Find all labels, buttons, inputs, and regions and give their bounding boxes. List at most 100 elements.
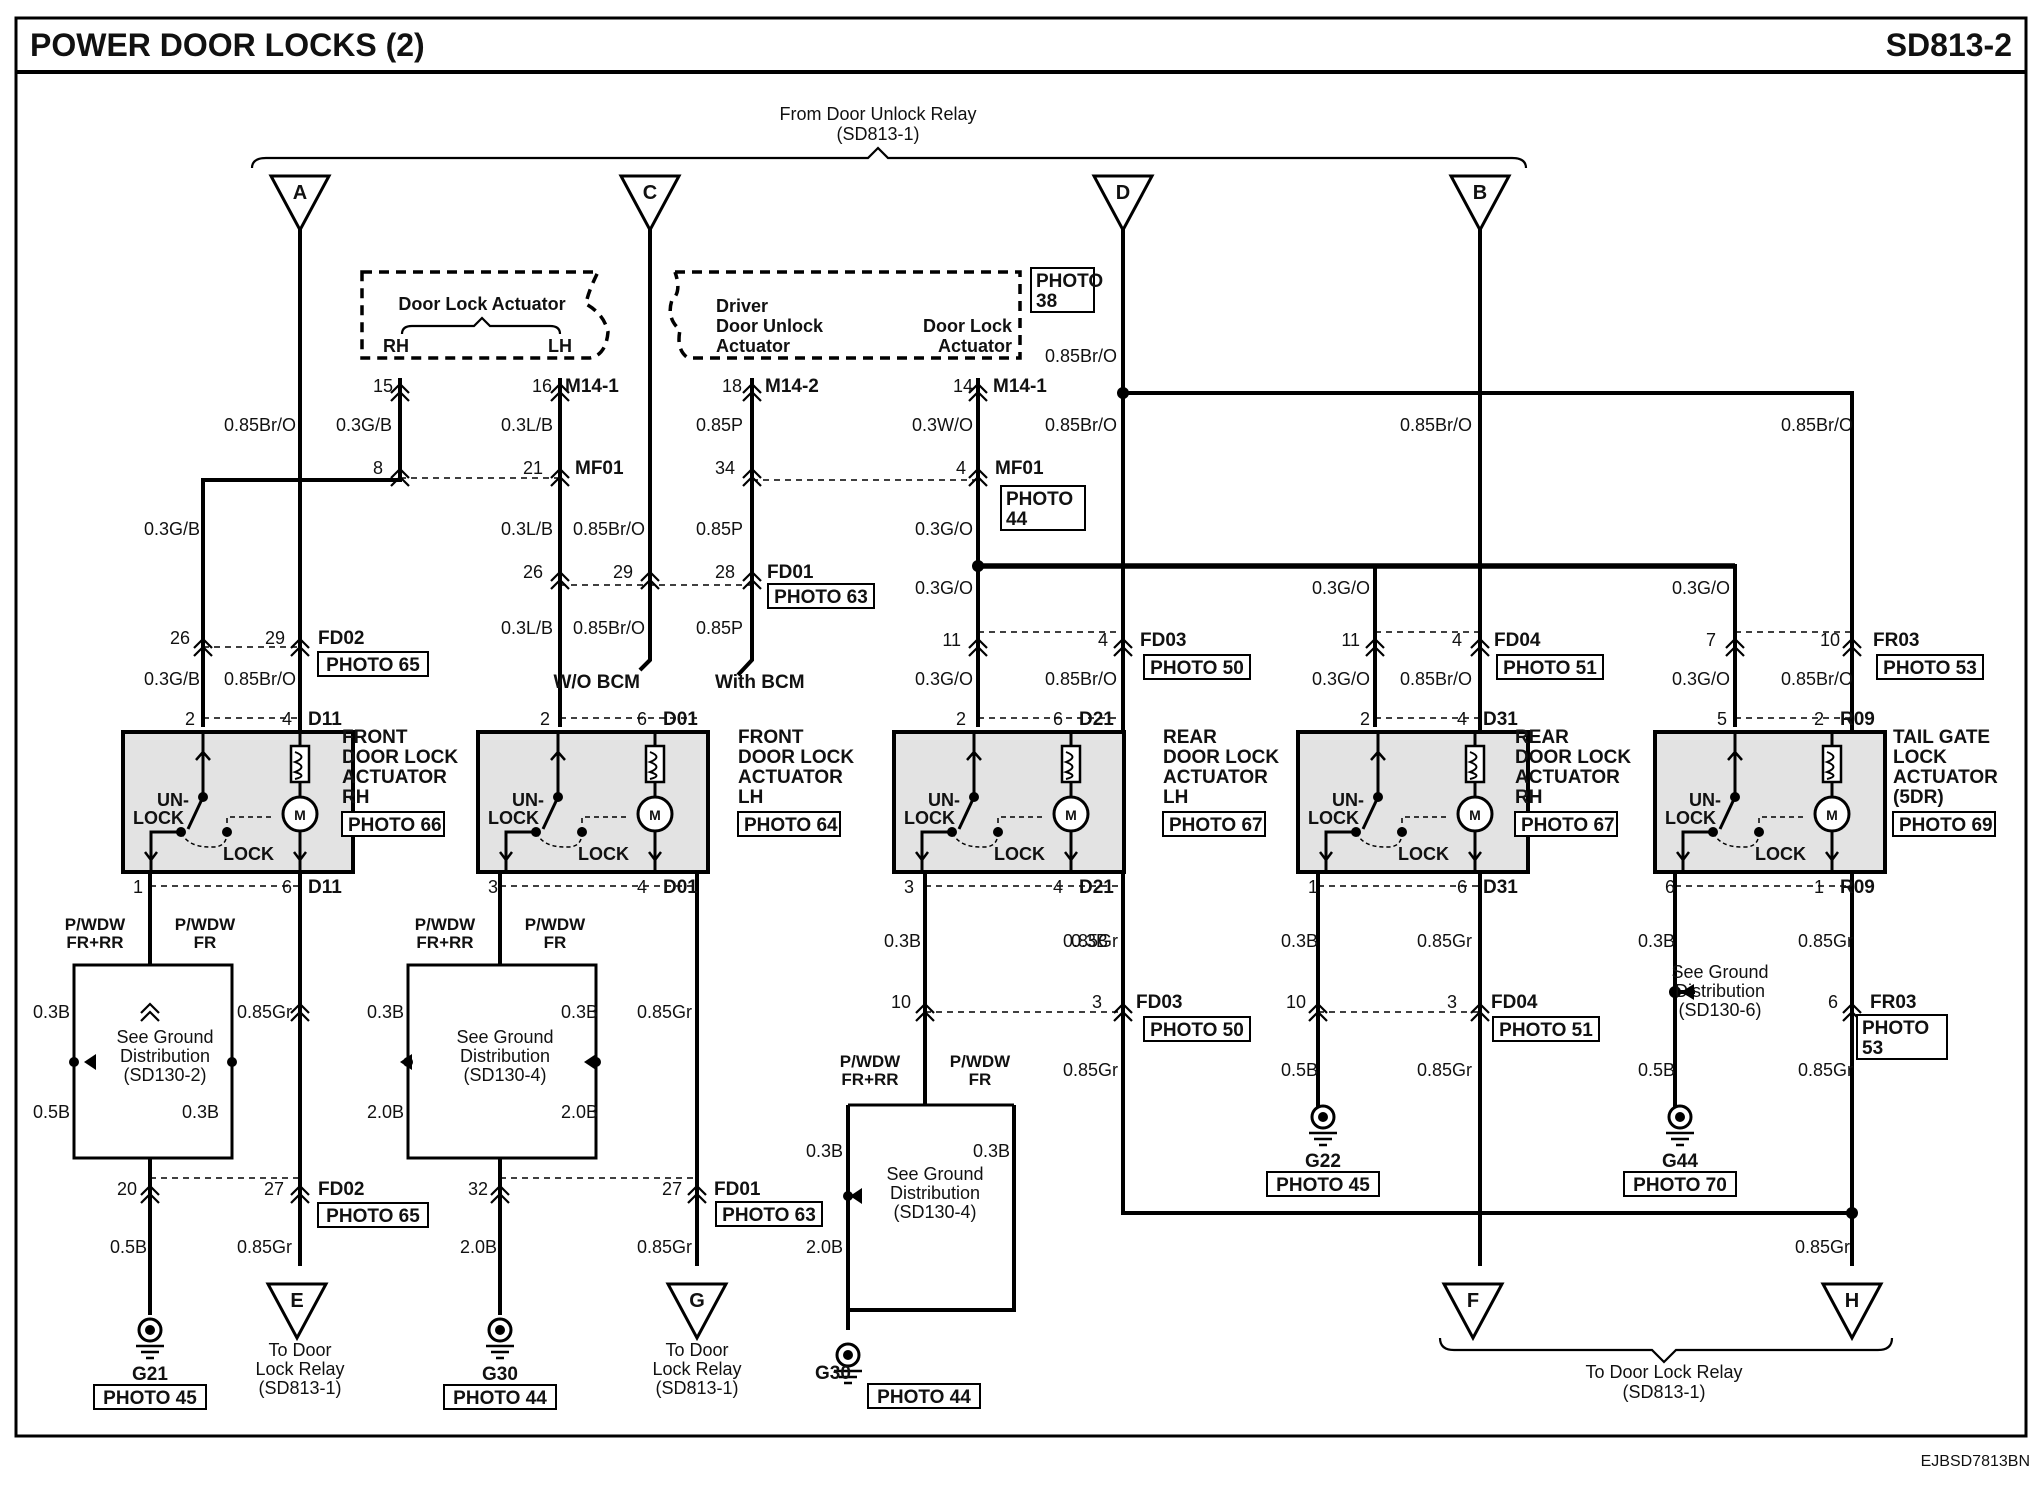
photo-ref-box: PHOTO 51 — [1492, 1016, 1600, 1042]
photo-ref: PHOTO 51 — [1503, 658, 1597, 679]
wire-label: 0.3B — [182, 1102, 219, 1122]
connector-id: D31 — [1483, 877, 1518, 898]
wire-label: 4 — [956, 458, 966, 478]
connector-chevron — [1470, 1002, 1490, 1022]
ground-distribution-note: (SD130-4) — [463, 1065, 546, 1085]
actuator-name: TAIL GATE — [1893, 727, 1990, 748]
photo-ref: PHOTO 44 — [877, 1387, 971, 1408]
pwdw-note: FR+RR — [416, 933, 473, 952]
actuator-name: FRONT — [738, 727, 804, 748]
wire-label: 0.85Br/O — [1045, 346, 1117, 366]
wire-label: FD04 — [1491, 992, 1538, 1013]
wire-label: 0.3W/O — [912, 415, 973, 435]
terminal-letter: B — [1473, 182, 1487, 204]
wire-label: 0.3L/B — [501, 618, 553, 638]
wire-label: 0.3G/B — [144, 669, 200, 689]
wire-label: 0.85Gr — [1795, 1237, 1850, 1257]
pin-number: 6 — [637, 709, 647, 729]
photo-ref: PHOTO 67 — [1521, 815, 1615, 836]
wire-label: 0.3B — [973, 1141, 1010, 1161]
motor-icon: M — [1826, 807, 1838, 823]
connector-chevron — [1842, 637, 1862, 657]
wire-label: 0.85Gr — [1063, 1060, 1118, 1080]
splice-dot — [1117, 387, 1129, 399]
pin-number: 2 — [1814, 709, 1824, 729]
connector-dash-lines — [150, 477, 1852, 1179]
wire-label: FR03 — [1870, 992, 1916, 1013]
ground-distribution-note: See Ground — [1671, 962, 1768, 982]
connector-id: D01 — [663, 877, 698, 898]
wire-label: 29 — [265, 628, 285, 648]
connector-chevron — [1470, 637, 1490, 657]
wire-label: 2.0B — [367, 1102, 404, 1122]
pin-number: 3 — [904, 877, 914, 897]
terminal-note: To Door — [665, 1340, 728, 1360]
terminal-g: G — [665, 1282, 729, 1342]
photo-ref: PHOTO 50 — [1150, 658, 1244, 679]
svg-text:Door Lock: Door Lock — [923, 316, 1013, 336]
lock-label: LOCK — [994, 844, 1045, 864]
lock-label: LOCK — [578, 844, 629, 864]
pin-number: 1 — [133, 877, 143, 897]
terminal-letter: A — [293, 182, 307, 204]
wire-label: 0.5B — [1281, 1060, 1318, 1080]
terminal-f: F — [1441, 1282, 1505, 1342]
wire-label: 15 — [373, 376, 393, 396]
wire-label: 18 — [722, 376, 742, 396]
terminal-note: Lock Relay — [255, 1359, 344, 1379]
pin-number: 2 — [540, 709, 550, 729]
photo-ref: PHOTO 51 — [1499, 1020, 1593, 1041]
actuator-name: DOOR LOCK — [738, 747, 854, 768]
wire-label: FD01 — [767, 562, 814, 583]
unlock-label: UN- — [157, 790, 189, 810]
pwdw-note: P/WDW — [415, 915, 476, 934]
ground-distribution-note: (SD130-6) — [1678, 1000, 1761, 1020]
terminal-note: (SD813-1) — [655, 1378, 738, 1398]
actuator-name: REAR — [1163, 727, 1217, 748]
ground-distribution-note: See Ground — [886, 1164, 983, 1184]
wire-label: 0.85Gr — [1417, 1060, 1472, 1080]
pwdw-note: P/WDW — [65, 915, 126, 934]
ground-distribution-note: Distribution — [120, 1046, 210, 1066]
wire-label: 0.3G/O — [915, 578, 973, 598]
photo-ref: PHOTO 63 — [774, 587, 868, 608]
ground-tap-dot — [843, 1191, 853, 1201]
connector-chevron — [640, 570, 660, 590]
wire-label: 0.85Gr — [637, 1237, 692, 1257]
svg-text:Actuator: Actuator — [938, 336, 1012, 356]
wire-label: 0.85Br/O — [224, 669, 296, 689]
photo-ref: PHOTO — [1006, 489, 1073, 510]
splice-dot — [972, 560, 984, 572]
ground-tap-dot — [227, 1057, 237, 1067]
terminal-letter: D — [1116, 182, 1130, 204]
ground-arrow-icon — [84, 1054, 96, 1070]
connector-chevron — [687, 1184, 707, 1204]
pin-number: 2 — [1360, 709, 1370, 729]
svg-text:Door Unlock: Door Unlock — [716, 316, 824, 336]
ground-tap-dot — [69, 1057, 79, 1067]
motor-icon: M — [649, 807, 661, 823]
photo-ref-box: PHOTO 50 — [1143, 1016, 1251, 1042]
wire-label: 0.85Gr — [237, 1002, 292, 1022]
connector-chevron — [290, 1002, 310, 1022]
connector-id: D21 — [1079, 877, 1114, 898]
actuator-name: ACTUATOR — [1163, 767, 1268, 788]
actuator-name: ACTUATOR — [342, 767, 447, 788]
wire-label: 0.3G/O — [1672, 578, 1730, 598]
svg-text:LH: LH — [548, 336, 572, 356]
actuator-name: ACTUATOR — [1515, 767, 1620, 788]
connector-id: D31 — [1483, 709, 1518, 730]
wire-label: MF01 — [575, 458, 624, 479]
wire-label: M14-1 — [993, 376, 1047, 397]
actuator-name: RH — [342, 787, 369, 808]
wire-label: 29 — [613, 562, 633, 582]
pwdw-note: P/WDW — [840, 1052, 901, 1071]
connector-chevron — [490, 1184, 510, 1204]
wire-label: 8 — [373, 458, 383, 478]
